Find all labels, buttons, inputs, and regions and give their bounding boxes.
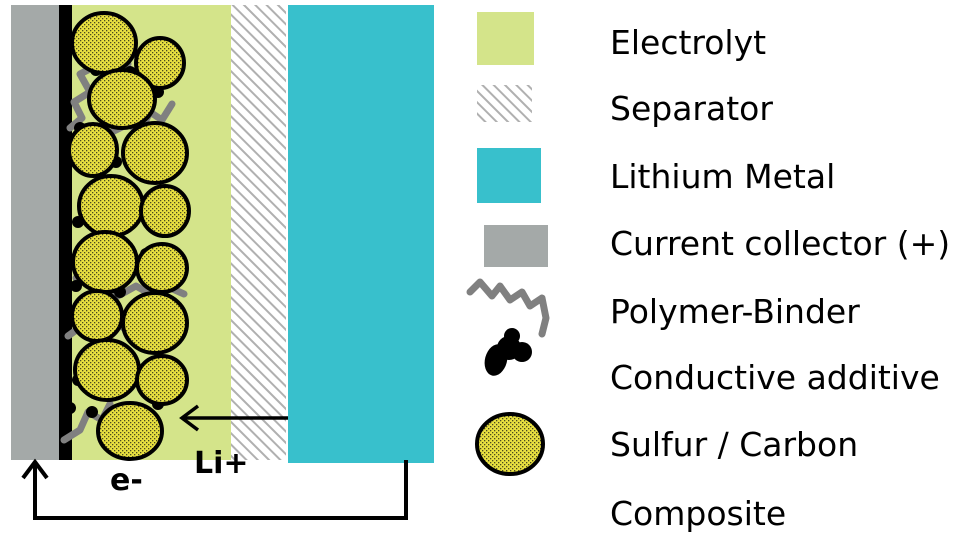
legend-label-current-collector: Current collector (+) bbox=[610, 224, 951, 263]
legend-sulfur-icon bbox=[475, 412, 545, 476]
legend-swatch-lithium-metal bbox=[477, 148, 541, 203]
sulfur-particles bbox=[67, 11, 191, 461]
separator-layer bbox=[231, 5, 286, 460]
additive-dot bbox=[86, 406, 98, 418]
sulfur-particle bbox=[121, 291, 189, 355]
sulfur-particle bbox=[87, 68, 157, 130]
legend-swatch-current-collector bbox=[484, 225, 548, 267]
sulfur-particle bbox=[139, 184, 191, 238]
electron-circuit-arrow bbox=[21, 458, 408, 520]
cathode-black-line bbox=[59, 5, 72, 460]
sulfur-particle bbox=[73, 338, 141, 402]
sulfur-particle bbox=[121, 121, 189, 185]
sulfur-particle bbox=[96, 401, 164, 461]
li-ion-label: Li+ bbox=[194, 446, 249, 481]
li-ion-arrow bbox=[179, 404, 288, 432]
sulfur-particle bbox=[135, 354, 189, 406]
legend-label-binder: Polymer-Binder bbox=[610, 292, 860, 331]
additive-dot bbox=[64, 402, 76, 414]
legend-label-sulfur: Sulfur / Carbon bbox=[610, 425, 859, 464]
sulfur-particle bbox=[67, 122, 119, 178]
lithium-metal-layer bbox=[288, 5, 434, 463]
legend-label-electrolyte: Electrolyt bbox=[610, 23, 767, 62]
electron-label: e- bbox=[110, 463, 143, 498]
sulfur-particle bbox=[71, 230, 139, 294]
sulfur-particle bbox=[70, 11, 138, 75]
current-collector-layer bbox=[11, 5, 59, 460]
sulfur-particle bbox=[135, 242, 189, 294]
sulfur-particle bbox=[70, 289, 124, 343]
legend-swatch-separator bbox=[477, 85, 532, 122]
legend-swatch-electrolyte bbox=[477, 12, 534, 65]
additive-dot bbox=[70, 280, 82, 292]
legend-binder-icon bbox=[466, 278, 550, 338]
sulfur-particle bbox=[134, 36, 186, 90]
legend-label-separator: Separator bbox=[610, 89, 773, 128]
legend-label-composite: Composite bbox=[610, 494, 787, 533]
legend-additive-icon bbox=[484, 328, 532, 376]
legend-label-lithium-metal: Lithium Metal bbox=[610, 157, 836, 196]
legend-label-additive: Conductive additive bbox=[610, 358, 940, 397]
sulfur-particle bbox=[77, 174, 145, 238]
